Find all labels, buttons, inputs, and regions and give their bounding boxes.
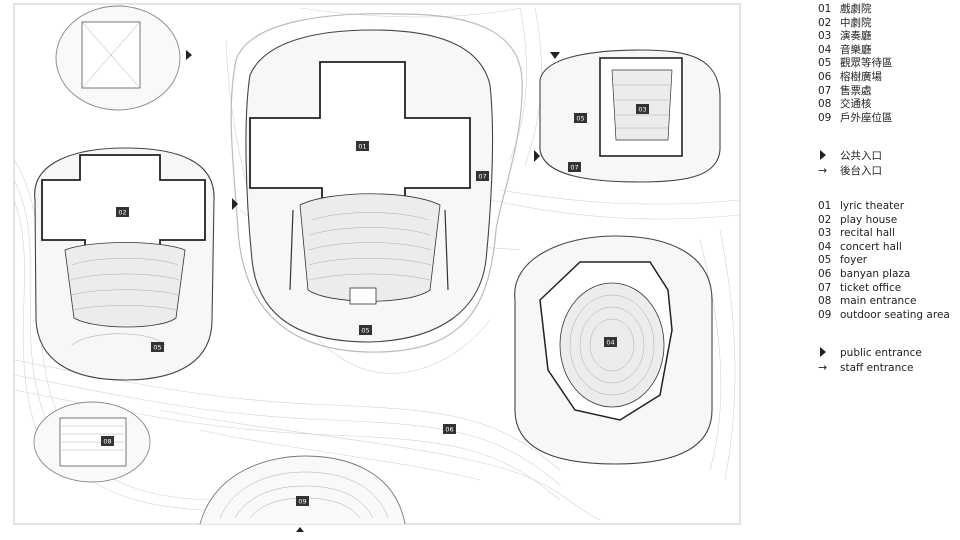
arrow-right-icon: →	[818, 360, 828, 374]
svg-text:07: 07	[570, 164, 578, 172]
service-building	[55, 5, 181, 111]
filled-triangle-icon	[820, 347, 826, 357]
room-label-06: 06	[443, 424, 456, 434]
room-label-03: 03	[636, 104, 649, 114]
public-entrance-marker	[232, 198, 238, 210]
public-entrance-marker	[534, 150, 540, 162]
room-label-01: 01	[356, 141, 369, 151]
room-label-05: 05	[151, 342, 164, 352]
svg-text:09: 09	[298, 498, 306, 506]
svg-text:01: 01	[358, 143, 366, 151]
legend-entrances-english: public entrance →staff entrance	[818, 347, 922, 374]
svg-text:06: 06	[445, 426, 453, 434]
room-label-02: 02	[116, 207, 129, 217]
legend-entrances-chinese: 公共入口 →後台入口	[818, 150, 882, 177]
svg-text:07: 07	[478, 173, 486, 181]
legend-staff-entrance: →staff entrance	[818, 360, 914, 374]
svg-text:05: 05	[576, 115, 584, 123]
legend-public-entrance: public entrance	[818, 347, 922, 361]
public-entrance-marker	[186, 50, 192, 60]
arrow-right-icon: →	[818, 163, 828, 177]
recital-hall	[539, 49, 721, 183]
room-label-05: 05	[574, 113, 587, 123]
svg-text:05: 05	[153, 344, 161, 352]
room-label-04: 04	[604, 337, 617, 347]
room-label-05: 05	[359, 325, 372, 335]
entrance-markers	[186, 50, 560, 532]
room-label-07: 07	[476, 171, 489, 181]
public-entrance-marker	[296, 527, 304, 532]
room-label-08: 08	[101, 436, 114, 446]
lyric-theater	[245, 29, 494, 343]
canopy-outline	[230, 13, 523, 353]
room-labels: 01 02 03 04 05 05 05 06 07 07 08 09	[101, 104, 649, 506]
svg-text:02: 02	[118, 209, 126, 217]
room-label-07: 07	[568, 162, 581, 172]
legend-public-entrance: 公共入口	[818, 150, 882, 164]
outdoor-seating	[199, 455, 406, 525]
public-entrance-marker	[550, 52, 560, 59]
concert-hall	[514, 235, 713, 465]
svg-text:03: 03	[638, 106, 646, 114]
svg-text:05: 05	[361, 327, 369, 335]
room-label-09: 09	[296, 496, 309, 506]
filled-triangle-icon	[820, 150, 826, 160]
svg-text:04: 04	[606, 339, 614, 347]
play-house	[34, 147, 215, 381]
transport-core	[33, 401, 151, 483]
legend-staff-entrance: →後台入口	[818, 163, 882, 177]
svg-text:08: 08	[103, 438, 111, 446]
